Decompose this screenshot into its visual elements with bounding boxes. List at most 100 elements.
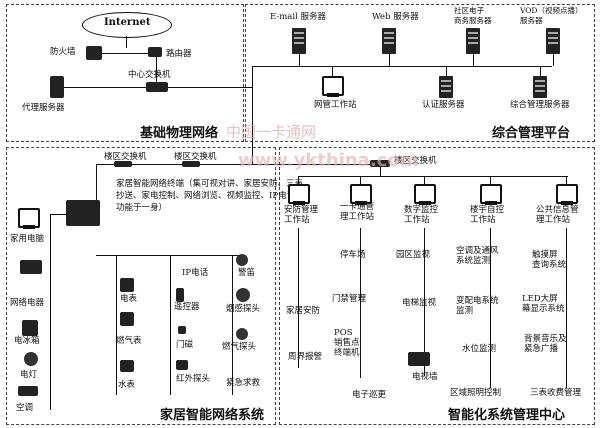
workstation-label: 公共信息管 理工作站 <box>536 205 579 225</box>
watermark-text: 中国一卡通网 <box>226 123 317 141</box>
home-device-label: 电表 <box>120 294 138 304</box>
workstation-icon <box>350 184 372 205</box>
switch-icon <box>370 160 390 167</box>
router-icon <box>148 47 162 57</box>
smart-center-title: 智能化系统管理中心 <box>448 408 566 423</box>
home-device-label: 家用电脑 <box>10 234 45 244</box>
watermark-url: www.ykthina.com <box>238 150 419 171</box>
link-line <box>360 228 361 378</box>
link-line <box>490 176 491 186</box>
server-icon <box>50 76 64 98</box>
email-server-icon <box>292 28 306 54</box>
home-network-title: 家居智能网络系统 <box>160 408 265 423</box>
home-device-label: 电灯 <box>20 370 38 380</box>
home-device-label: 网络电器 <box>10 298 45 308</box>
monitor-item-label: 电梯监视 <box>402 298 437 308</box>
proxy-server-label: 代理服务器 <box>22 103 65 113</box>
link-line <box>96 164 114 165</box>
siren-icon <box>236 254 248 266</box>
link-line <box>424 228 425 376</box>
backbone-line <box>110 164 253 165</box>
home-device-label: 遥控器 <box>174 302 200 312</box>
link-line <box>102 53 148 54</box>
web-server-icon <box>382 28 396 54</box>
monitor-item-label: 电视墙 <box>412 372 438 382</box>
link-line <box>126 36 127 48</box>
ac-icon <box>18 386 38 396</box>
home-network-region <box>6 147 276 425</box>
workstation-icon <box>480 184 502 205</box>
home-terminal-icon <box>66 200 100 226</box>
link-line <box>473 54 474 66</box>
home-device-label: 红外探头 <box>176 374 211 384</box>
link-line <box>566 176 567 186</box>
bas-item-label: 变配电系统 监测 <box>456 296 499 316</box>
building-switch-a-label: 楼区交换机 <box>104 152 147 162</box>
home-device-label: 紧急求救 <box>226 378 261 388</box>
link-line <box>540 66 541 76</box>
home-device-label: 空调 <box>16 403 34 413</box>
link-line <box>50 214 51 410</box>
meter-icon <box>120 278 134 292</box>
door-sensor-icon <box>178 326 186 334</box>
firewall-label: 防火墙 <box>50 47 76 57</box>
link-line <box>64 87 146 88</box>
network-appliance-icon <box>20 260 42 274</box>
web-server-label: Web 服务器 <box>372 12 419 22</box>
home-device-label: 警笛 <box>238 268 256 278</box>
info-item-label: 触摸屏 查询系统 <box>532 250 567 270</box>
link-line <box>380 166 381 176</box>
backbone-line <box>252 66 253 164</box>
remote-icon <box>176 288 184 302</box>
workstation-label: 楼宇自控 工作站 <box>470 205 505 225</box>
basic-network-title: 基础物理网络 <box>140 126 219 141</box>
bas-item-label: 空调及通风 系统监测 <box>456 246 499 266</box>
home-pc-icon <box>18 208 40 229</box>
link-line <box>332 66 333 76</box>
link-line <box>96 164 97 204</box>
core-switch-label: 中心交换机 <box>128 70 171 80</box>
internet-cloud <box>82 12 172 38</box>
email-server-label: E-mail 服务器 <box>270 12 327 22</box>
home-device-label: IP电话 <box>182 268 209 278</box>
building-switch-b-label: 楼区交换机 <box>174 152 217 162</box>
link-line <box>360 176 361 186</box>
card-item-label: 电子巡更 <box>352 390 387 400</box>
home-terminal-description: 家居智能网络终端（集可视对讲、家居安防、三表抄送、家电控制、网络浏览、视频监控、… <box>116 179 304 213</box>
monitor-item-label: 园区监视 <box>396 250 431 260</box>
link-line <box>96 255 246 256</box>
vod-server-icon <box>546 28 560 54</box>
ecommerce-server-icon <box>466 28 480 54</box>
smart-center-region <box>279 147 595 425</box>
gas-detector-icon <box>236 328 248 340</box>
home-device-label: 电冰箱 <box>14 336 40 346</box>
water-meter-icon <box>120 360 134 372</box>
home-device-label: 烟感探头 <box>226 304 261 314</box>
bas-item-label: 水位监测 <box>462 344 497 354</box>
info-item-label: 三表收费管理 <box>530 388 582 398</box>
link-line <box>553 54 554 66</box>
mgmt-server-icon <box>533 76 547 98</box>
link-line <box>116 255 117 395</box>
switch-icon <box>114 161 132 167</box>
basic-network-region <box>6 4 244 142</box>
monitor-icon <box>322 76 344 97</box>
card-item-label: 停车场 <box>340 250 366 260</box>
server-bus-line <box>252 66 552 67</box>
security-item-label: 家居安防 <box>286 306 321 316</box>
card-item-label: 门禁管理 <box>332 294 367 304</box>
building-switch-c-label: 楼区交换机 <box>394 156 437 166</box>
link-line <box>389 54 390 66</box>
workstation-label: 一卡通管 理工作站 <box>340 202 375 222</box>
management-region <box>245 4 595 142</box>
workstation-label: 数字监控 工作站 <box>404 205 439 225</box>
link-line <box>298 228 299 368</box>
link-line <box>298 176 299 186</box>
link-line <box>299 54 300 66</box>
bas-item-label: 区域照明控制 <box>450 388 502 398</box>
link-line <box>446 66 447 76</box>
infrared-icon <box>176 360 188 370</box>
switch-icon <box>182 161 200 167</box>
home-device-label: 燃气表 <box>116 336 142 346</box>
home-device-label: 水表 <box>118 380 136 390</box>
